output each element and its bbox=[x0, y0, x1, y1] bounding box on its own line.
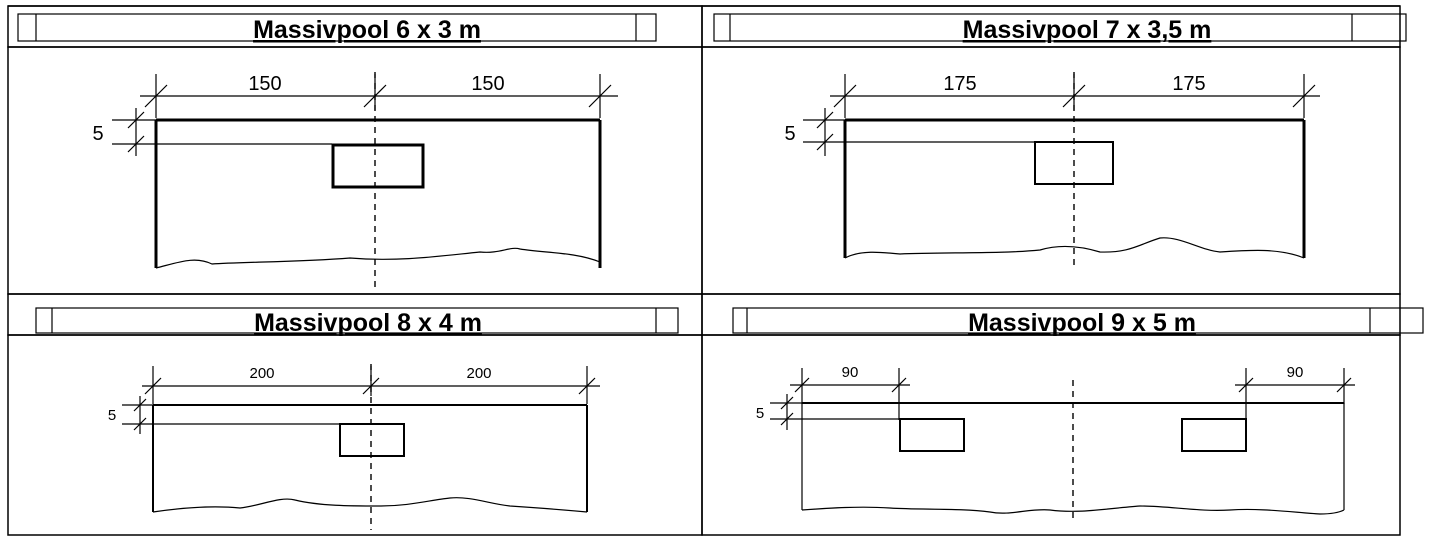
panel-6x3: Massivpool 6 x 3 m 150 150 5 bbox=[7, 5, 703, 295]
dimension-right: 200 bbox=[466, 365, 491, 382]
skimmer-box-right bbox=[1181, 418, 1247, 452]
drawing-cell bbox=[7, 334, 703, 536]
dimension-left: 175 bbox=[943, 73, 976, 95]
panel-7x3-5: Massivpool 7 x 3,5 m 175 175 5 bbox=[701, 5, 1407, 295]
panel-title: Massivpool 9 x 5 m bbox=[968, 309, 1196, 337]
dimension-right: 175 bbox=[1172, 73, 1205, 95]
skimmer-box-left bbox=[899, 418, 965, 452]
title-box bbox=[35, 307, 679, 334]
dimension-depth: 5 bbox=[108, 407, 116, 424]
dimension-left: 90 bbox=[842, 364, 859, 381]
title-box bbox=[17, 13, 657, 42]
panel-9x5: Massivpool 9 x 5 m 90 90 5 bbox=[701, 293, 1424, 536]
break-line bbox=[844, 237, 1305, 259]
drawing-cell bbox=[701, 334, 1401, 536]
dimension-left: 150 bbox=[248, 73, 281, 95]
panel-title: Massivpool 6 x 3 m bbox=[253, 16, 481, 44]
skimmer-box bbox=[331, 143, 425, 189]
dimension-right: 90 bbox=[1287, 364, 1304, 381]
break-line bbox=[155, 247, 601, 269]
dimension-depth: 5 bbox=[92, 123, 103, 145]
break-line bbox=[152, 497, 588, 513]
title-box bbox=[732, 307, 1424, 334]
break-line bbox=[801, 505, 1345, 515]
panel-title: Massivpool 8 x 4 m bbox=[254, 309, 482, 337]
panel-8x4: Massivpool 8 x 4 m 200 200 5 bbox=[7, 293, 703, 536]
drawing-cell bbox=[7, 46, 703, 295]
panel-title: Massivpool 7 x 3,5 m bbox=[963, 16, 1212, 44]
dimension-depth: 5 bbox=[784, 123, 795, 145]
dimension-depth: 5 bbox=[756, 405, 764, 422]
skimmer-box bbox=[339, 423, 405, 457]
drawing-cell bbox=[701, 46, 1401, 295]
dimension-left: 200 bbox=[249, 365, 274, 382]
title-box bbox=[713, 13, 1407, 42]
dimension-right: 150 bbox=[471, 73, 504, 95]
